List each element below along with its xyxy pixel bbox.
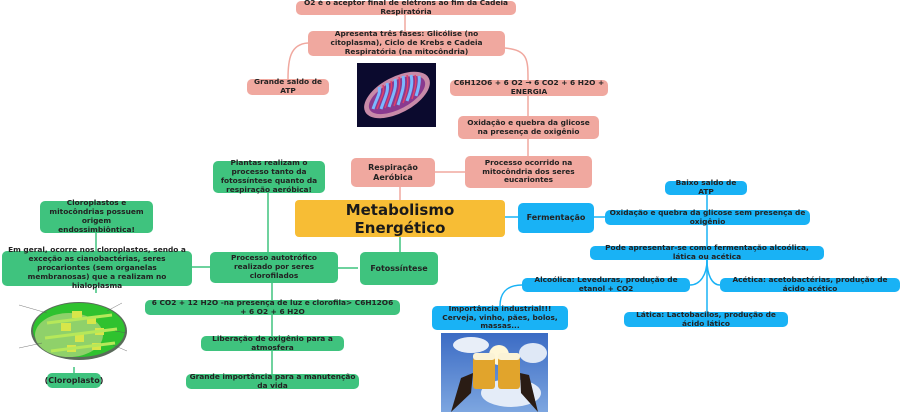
node-acetic[interactable]: Acética: acetobactérias, produção de áci… bbox=[720, 275, 900, 293]
node-low-atp[interactable]: Baixo saldo de ATP bbox=[665, 178, 747, 196]
node-photosynthesis-equation[interactable]: 6 CO2 + 12 H2O -na presença de luz e clo… bbox=[145, 298, 400, 315]
node-oxygen-release[interactable]: Liberação de oxigênio para a atmosfera bbox=[201, 334, 344, 351]
chloroplast-image bbox=[17, 293, 139, 367]
node-life-importance[interactable]: Grande importância para a manutenção da … bbox=[186, 372, 359, 389]
node-chloroplast-caption[interactable]: (Cloroplasto) bbox=[45, 373, 103, 388]
node-autotrophic[interactable]: Processo autotrófico realizado por seres… bbox=[210, 252, 338, 283]
node-lactic[interactable]: Lática: Lactobacilos, produção de ácido … bbox=[624, 310, 788, 327]
node-oxidation-oxygen[interactable]: Oxidação e quebra da glicose na presença… bbox=[458, 116, 599, 139]
node-fermentation[interactable]: Fermentação bbox=[518, 203, 594, 233]
node-three-phases[interactable]: Apresenta três fases: Glicólise (no cito… bbox=[308, 29, 505, 56]
node-plants-both[interactable]: Plantas realizam o processo tanto da fot… bbox=[213, 158, 325, 194]
node-industrial[interactable]: Importância industrial!!! Cerveja, vinho… bbox=[432, 304, 568, 330]
node-alcoholic[interactable]: Alcoólica: Leveduras, produção de etanol… bbox=[522, 275, 690, 293]
beer-mugs-image bbox=[441, 333, 548, 412]
node-o2-acceptor[interactable]: O2 é o aceptor final de elétrons ao fim … bbox=[296, 0, 516, 16]
node-great-atp[interactable]: Grande saldo de ATP bbox=[247, 77, 329, 95]
node-fermentation-types[interactable]: Pode apresentar-se como fermentação alco… bbox=[590, 243, 824, 261]
node-respiration-aerobic[interactable]: Respiração Aeróbica bbox=[351, 158, 435, 187]
node-respiration-equation[interactable]: C6H12O6 + 6 O2 → 6 CO2 + 6 H2O + ENERGIA bbox=[450, 78, 608, 96]
node-endosymbiotic[interactable]: Cloroplastos e mitocôndrias possuem orig… bbox=[40, 198, 153, 234]
mitochondria-icon bbox=[364, 71, 430, 119]
node-mitochondria-process[interactable]: Processo ocorrido na mitocôndria dos ser… bbox=[465, 156, 592, 188]
node-photosynthesis[interactable]: Fotossíntese bbox=[360, 252, 438, 285]
chloroplast-icon bbox=[18, 302, 128, 360]
node-chloroplast-location[interactable]: Em geral, ocorre nos cloroplastos, sendo… bbox=[2, 245, 192, 290]
beer-mugs-icon bbox=[451, 337, 547, 412]
node-oxidation-no-oxygen[interactable]: Oxidação e quebra da glicose sem presenç… bbox=[605, 208, 810, 225]
mitochondria-image bbox=[357, 63, 436, 127]
central-topic[interactable]: Metabolismo Energético bbox=[295, 200, 505, 237]
